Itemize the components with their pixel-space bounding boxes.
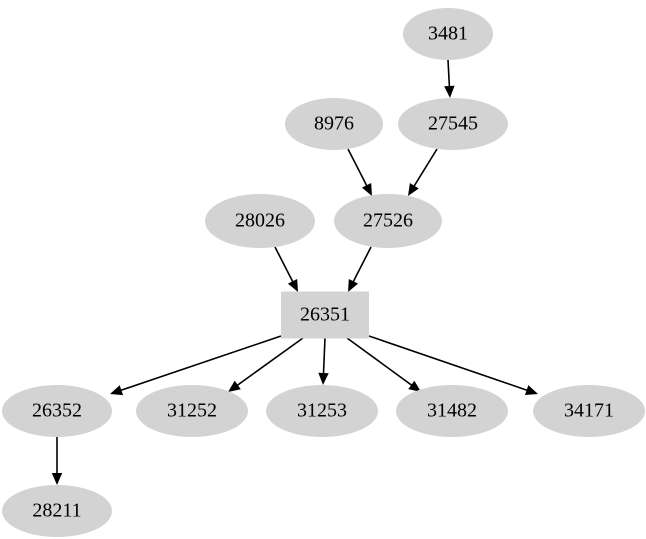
edge-arrowhead-icon (408, 183, 419, 196)
node-label: 27545 (428, 113, 478, 135)
edge-arrowhead-icon (444, 85, 455, 98)
node-label: 3481 (428, 23, 468, 45)
node-box-shape[interactable] (281, 291, 369, 339)
node-ellipse-shape[interactable] (2, 385, 112, 437)
graph-node-8976[interactable]: 8976 (285, 98, 383, 150)
graph-node-27545[interactable]: 27545 (398, 98, 508, 150)
edge-line (368, 335, 529, 392)
graph-node-26351[interactable]: 26351 (281, 291, 369, 339)
edge-26351-to-34171 (368, 335, 538, 396)
edges-layer (51, 59, 538, 485)
node-ellipse-shape[interactable] (205, 194, 315, 248)
node-ellipse-shape[interactable] (533, 385, 645, 437)
graph-node-28211[interactable]: 28211 (2, 485, 112, 537)
edge-arrowhead-icon (361, 182, 372, 196)
edge-arrowhead-icon (348, 278, 359, 292)
edge-26352-to-28211 (51, 437, 63, 485)
edge-26351-to-26352 (110, 335, 282, 396)
edge-line (412, 148, 438, 188)
node-ellipse-shape[interactable] (398, 98, 508, 150)
node-label: 26351 (300, 304, 350, 326)
edge-line (119, 335, 282, 392)
node-ellipse-shape[interactable] (285, 98, 383, 150)
graph-node-31482[interactable]: 31482 (396, 385, 508, 437)
graph-node-3481[interactable]: 3481 (403, 8, 493, 60)
graph-node-34171[interactable]: 34171 (533, 385, 645, 437)
edge-line (347, 148, 368, 188)
edge-arrowhead-icon (524, 385, 538, 396)
edge-arrowhead-icon (51, 473, 63, 485)
edge-line (274, 246, 294, 284)
edge-arrowhead-icon (408, 380, 421, 392)
node-label: 31482 (427, 400, 477, 422)
edge-8976-to-27526 (347, 148, 372, 196)
edge-28026-to-26351 (274, 246, 298, 292)
edge-26351-to-31252 (228, 337, 304, 392)
edge-3481-to-27545 (444, 59, 455, 98)
edge-arrowhead-icon (287, 278, 298, 292)
edge-arrowhead-icon (110, 385, 124, 396)
node-ellipse-shape[interactable] (266, 385, 378, 437)
node-ellipse-shape[interactable] (334, 194, 442, 248)
node-label: 26352 (32, 400, 82, 422)
edge-line (447, 59, 451, 88)
graph-node-26352[interactable]: 26352 (2, 385, 112, 437)
node-label: 28211 (32, 500, 81, 522)
node-label: 31252 (167, 400, 217, 422)
node-label: 27526 (363, 210, 413, 232)
node-ellipse-shape[interactable] (396, 385, 508, 437)
node-ellipse-shape[interactable] (2, 485, 112, 537)
graph-node-28026[interactable]: 28026 (205, 194, 315, 248)
edge-line (322, 337, 326, 375)
edge-line (236, 337, 304, 387)
edge-line (352, 246, 372, 284)
edge-27545-to-27526 (408, 148, 438, 196)
edge-26351-to-31482 (346, 337, 421, 392)
node-label: 34171 (564, 400, 614, 422)
edge-arrowhead-icon (228, 380, 241, 392)
graph-node-31253[interactable]: 31253 (266, 385, 378, 437)
node-label: 31253 (297, 400, 347, 422)
node-ellipse-shape[interactable] (136, 385, 248, 437)
node-label: 28026 (235, 210, 285, 232)
graph-node-31252[interactable]: 31252 (136, 385, 248, 437)
edge-26351-to-31253 (318, 337, 329, 385)
edge-line (346, 337, 413, 387)
nodes-layer: 3481 27545 8976 27526 28026 26351 26352 31252 31… (2, 8, 645, 537)
edge-arrowhead-icon (318, 372, 329, 385)
edge-27526-to-26351 (348, 246, 372, 292)
node-label: 8976 (314, 113, 354, 135)
graph-node-27526[interactable]: 27526 (334, 194, 442, 248)
node-ellipse-shape[interactable] (403, 8, 493, 60)
